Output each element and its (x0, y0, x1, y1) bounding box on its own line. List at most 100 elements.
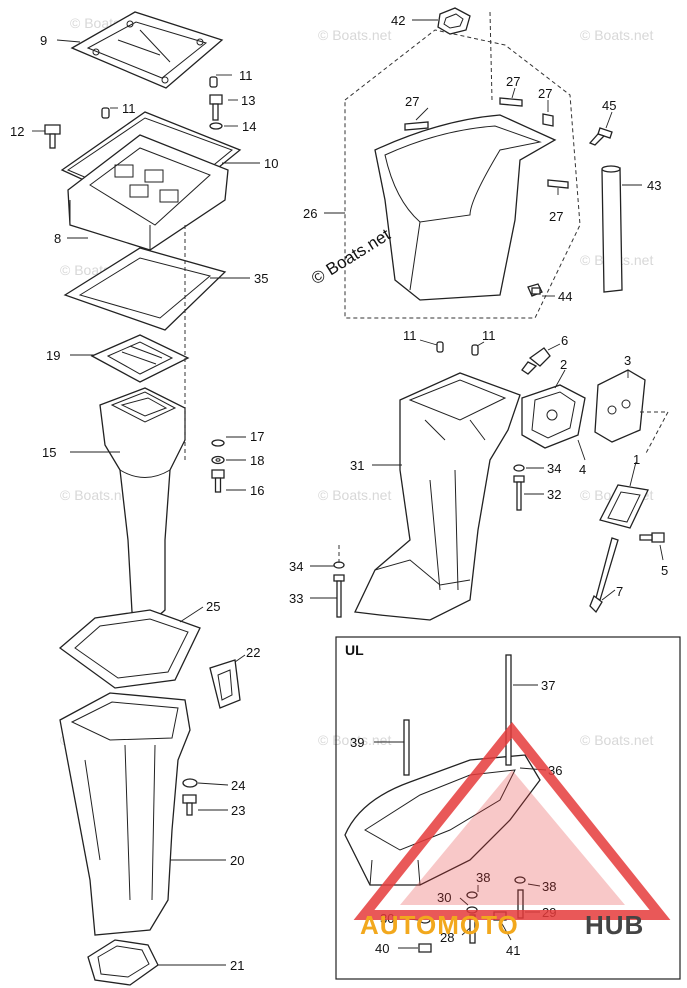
part-45-bolt[interactable] (588, 127, 613, 146)
label-31: 31 (350, 458, 364, 473)
label-9: 9 (40, 33, 47, 48)
logo-text-automoto: AUTOMOTO (360, 910, 519, 940)
part-33-bolt[interactable] (333, 574, 345, 618)
part-44-bolt[interactable] (527, 283, 543, 297)
part-11-pin[interactable] (209, 76, 218, 88)
part-20-housing[interactable] (59, 692, 191, 936)
label-27: 27 (549, 209, 563, 224)
part-24-washer[interactable] (182, 778, 198, 788)
part-27-tape[interactable] (499, 97, 523, 107)
part-31-upper-casing[interactable] (354, 372, 521, 621)
part-6-grommet[interactable] (521, 347, 551, 375)
part-27-tape[interactable] (547, 179, 569, 189)
label-41: 41 (506, 943, 520, 958)
part-32-bolt[interactable] (513, 475, 525, 511)
label-27: 27 (506, 74, 520, 89)
label-26: 26 (303, 206, 317, 221)
part-38-washer[interactable] (514, 876, 526, 884)
label-39: 39 (350, 735, 364, 750)
part-39-stud[interactable] (403, 719, 410, 776)
part-17-washer[interactable] (211, 439, 225, 447)
label-25: 25 (206, 599, 220, 614)
part-14-washer[interactable] (209, 122, 223, 130)
part-21-gasket[interactable] (87, 939, 159, 986)
part-8-plate[interactable] (67, 134, 229, 251)
label-40: 40 (375, 941, 389, 956)
label-33: 33 (289, 591, 303, 606)
group-outline-26 (344, 29, 581, 319)
part-25-gasket[interactable] (58, 609, 201, 689)
label-27: 27 (405, 94, 419, 109)
label-14: 14 (242, 119, 256, 134)
part-16-bolt[interactable] (211, 469, 225, 493)
label-16: 16 (250, 483, 264, 498)
label-37: 37 (541, 678, 555, 693)
label-32: 32 (547, 487, 561, 502)
part-13-bolt[interactable] (209, 94, 223, 121)
label-4: 4 (579, 462, 586, 477)
label-15: 15 (42, 445, 56, 460)
part-27-tape[interactable] (542, 113, 554, 127)
label-23: 23 (231, 803, 245, 818)
label-10: 10 (264, 156, 278, 171)
label-21: 21 (230, 958, 244, 973)
part-11-pin[interactable] (101, 107, 110, 119)
part-22-bracket[interactable] (209, 659, 241, 709)
watermark-text: © Boats.net (318, 487, 391, 503)
label-18: 18 (250, 453, 264, 468)
ul-inset-frame (335, 636, 681, 980)
part-34-washer[interactable] (513, 464, 525, 472)
part-43-tube[interactable] (601, 165, 623, 293)
label-11: 11 (403, 328, 417, 343)
part-2-idle-port[interactable] (521, 384, 586, 449)
part-1-gasket[interactable] (599, 484, 649, 529)
part-42-grommet[interactable] (437, 7, 471, 35)
label-1: 1 (633, 452, 640, 467)
label-2: 2 (560, 357, 567, 372)
label-43: 43 (647, 178, 661, 193)
label-28: 28 (440, 930, 454, 945)
label-11: 11 (239, 68, 253, 83)
part-15-exhaust-guide[interactable] (99, 387, 186, 619)
part-5-bolt[interactable] (639, 532, 665, 543)
watermark-text: © Boats.net (580, 27, 653, 43)
label-30: 30 (437, 890, 451, 905)
part-11-pin[interactable] (471, 344, 479, 356)
part-40-nut[interactable] (418, 943, 432, 953)
watermark-text: © Boats.net (60, 487, 133, 503)
label-11: 11 (122, 101, 136, 116)
part-23-bolt[interactable] (182, 794, 197, 816)
label-19: 19 (46, 348, 60, 363)
part-3-cover[interactable] (594, 369, 646, 443)
label-8: 8 (54, 231, 61, 246)
part-37-stud[interactable] (505, 654, 512, 766)
part-12-bolt[interactable] (44, 124, 61, 149)
label-6: 6 (561, 333, 568, 348)
label-38: 38 (542, 879, 556, 894)
label-3: 3 (624, 353, 631, 368)
label-20: 20 (230, 853, 244, 868)
part-18-washer[interactable] (211, 455, 225, 465)
watermark-text: © Boats.net (318, 27, 391, 43)
part-7-dipstick[interactable] (589, 537, 619, 614)
part-26-apron[interactable] (374, 114, 557, 301)
part-38-washer[interactable] (466, 891, 478, 899)
label-22: 22 (246, 645, 260, 660)
logo-text-hub: HUB (585, 910, 644, 940)
part-35-gasket[interactable] (63, 247, 227, 331)
part-19-gasket[interactable] (90, 334, 190, 383)
label-7: 7 (616, 584, 623, 599)
guide-line (640, 411, 669, 456)
label-45: 45 (602, 98, 616, 113)
part-27-tape[interactable] (404, 121, 429, 131)
part-9-gasket[interactable] (70, 11, 224, 89)
label-44: 44 (558, 289, 572, 304)
label-24: 24 (231, 778, 245, 793)
label-11: 11 (482, 328, 496, 343)
part-11-pin[interactable] (436, 341, 444, 353)
label-17: 17 (250, 429, 264, 444)
label-34: 34 (547, 461, 561, 476)
inset-title: UL (345, 642, 364, 658)
